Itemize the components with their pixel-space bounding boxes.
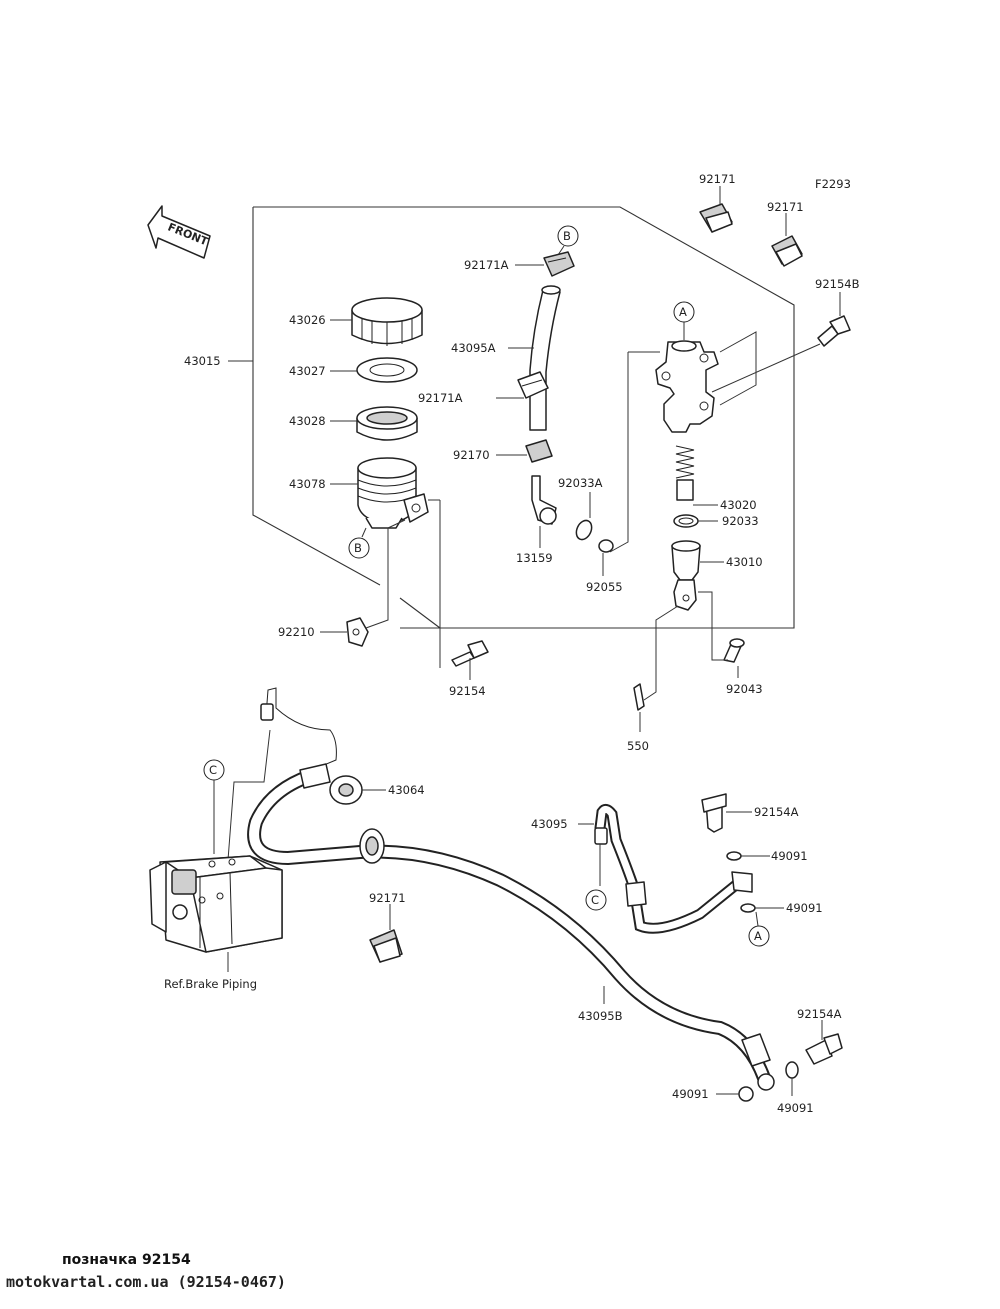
clevis-pin bbox=[723, 638, 745, 663]
callout-92154A-low: 92154A bbox=[797, 1007, 842, 1021]
callout-92210: 92210 bbox=[278, 625, 315, 639]
callout-43095B: 43095B bbox=[578, 1009, 623, 1023]
brake-hose-long bbox=[247, 763, 775, 1091]
callout-49091-c: 49091 bbox=[672, 1087, 709, 1101]
callout-92043: 92043 bbox=[726, 682, 763, 696]
bolt-92154A-low bbox=[805, 1033, 843, 1065]
callout-49091-d: 49091 bbox=[777, 1101, 814, 1115]
callout-92171-top1: 92171 bbox=[699, 172, 736, 186]
hose-fitting bbox=[531, 475, 557, 525]
master-cylinder-body bbox=[655, 340, 719, 433]
washer-a bbox=[726, 851, 742, 861]
brake-hose-short bbox=[594, 803, 753, 934]
spring bbox=[675, 445, 695, 501]
callout-49091-a: 49091 bbox=[771, 849, 808, 863]
bolt-92154A-mid bbox=[701, 793, 727, 833]
callout-92154B: 92154B bbox=[815, 277, 860, 291]
marker-c-top: C bbox=[203, 759, 225, 854]
callout-92033: 92033 bbox=[722, 514, 759, 528]
circlip-92033 bbox=[673, 514, 699, 528]
grommet bbox=[329, 775, 363, 805]
callout-43020: 43020 bbox=[720, 498, 757, 512]
marker-a-low: A bbox=[748, 911, 770, 947]
callout-43026: 43026 bbox=[289, 313, 326, 327]
callout-92170: 92170 bbox=[453, 448, 490, 462]
hose-clip bbox=[525, 439, 553, 463]
reservoir-cap bbox=[351, 297, 423, 346]
callout-92154A-mid: 92154A bbox=[754, 805, 799, 819]
abs-unit bbox=[149, 855, 283, 953]
piston-assembly bbox=[671, 540, 701, 611]
callout-ref-brake-piping: Ref.Brake Piping bbox=[164, 977, 257, 991]
callout-43027: 43027 bbox=[289, 364, 326, 378]
callout-43078: 43078 bbox=[289, 477, 326, 491]
circlip-92033A bbox=[575, 519, 593, 541]
svg-text:C: C bbox=[591, 893, 599, 907]
svg-text:A: A bbox=[679, 305, 687, 319]
reservoir-body bbox=[357, 457, 429, 529]
footer-title: позначка 92154 bbox=[62, 1252, 191, 1268]
callout-43010: 43010 bbox=[726, 555, 763, 569]
callout-92055: 92055 bbox=[586, 580, 623, 594]
marker-b-top: B bbox=[557, 225, 579, 256]
diaphragm bbox=[356, 406, 418, 441]
o-ring-92055 bbox=[598, 539, 614, 553]
svg-text:B: B bbox=[563, 229, 571, 243]
svg-text:A: A bbox=[754, 929, 762, 943]
callout-49091-b: 49091 bbox=[786, 901, 823, 915]
callout-43095: 43095 bbox=[531, 817, 568, 831]
bolt-92154B bbox=[817, 315, 851, 347]
clip-nut bbox=[346, 617, 369, 647]
callout-92154: 92154 bbox=[449, 684, 486, 698]
washer-d bbox=[785, 1061, 799, 1079]
callout-13159: 13159 bbox=[516, 551, 553, 565]
diagram-code: F2293 bbox=[815, 177, 851, 191]
callout-92171A-mid: 92171A bbox=[418, 391, 463, 405]
clamp-top-1 bbox=[699, 203, 733, 233]
callout-43015: 43015 bbox=[184, 354, 221, 368]
callout-43028: 43028 bbox=[289, 414, 326, 428]
callout-550: 550 bbox=[627, 739, 649, 753]
washer-c bbox=[738, 1086, 754, 1102]
callout-43064: 43064 bbox=[388, 783, 425, 797]
hose-clamp-mid bbox=[517, 371, 549, 399]
svg-text:C: C bbox=[209, 763, 217, 777]
diaphragm-plate bbox=[356, 357, 418, 383]
cotter-pin bbox=[633, 683, 645, 711]
bolt-92154 bbox=[451, 640, 489, 667]
front-arrow-icon: FRONT bbox=[147, 205, 211, 259]
footer-url: motokvartal.com.ua (92154-0467) bbox=[6, 1273, 286, 1291]
reservoir-hose bbox=[529, 285, 561, 431]
marker-b-low: B bbox=[348, 527, 370, 559]
callout-92171A-top: 92171A bbox=[464, 258, 509, 272]
washer-b bbox=[740, 903, 756, 913]
callout-92033A: 92033A bbox=[558, 476, 603, 490]
clamp-low bbox=[369, 929, 403, 963]
callout-43095A: 43095A bbox=[451, 341, 496, 355]
marker-c-low: C bbox=[585, 889, 607, 911]
marker-a-top: A bbox=[673, 301, 695, 340]
callout-92171-low: 92171 bbox=[369, 891, 406, 905]
hose-clamp-top bbox=[543, 251, 575, 277]
callout-92171-top2: 92171 bbox=[767, 200, 804, 214]
clamp-top-2 bbox=[771, 235, 803, 267]
assembly-frame bbox=[252, 206, 795, 629]
svg-text:B: B bbox=[354, 541, 362, 555]
